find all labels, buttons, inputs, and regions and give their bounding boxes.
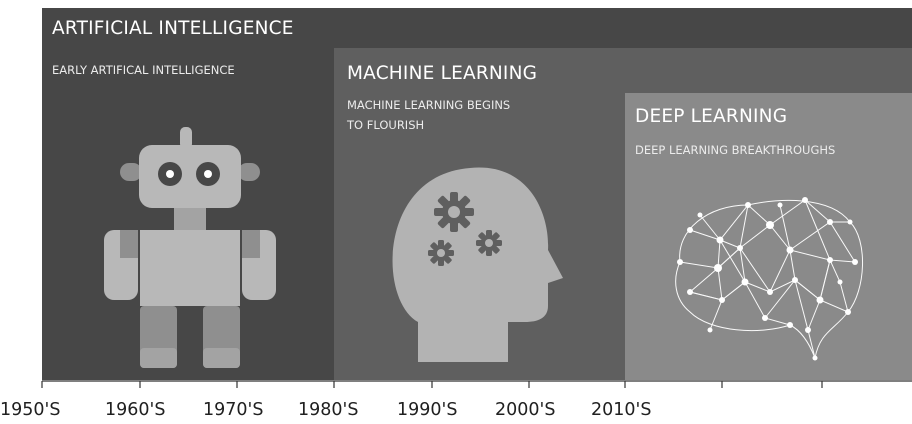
ai-title: ARTIFICIAL INTELLIGENCE [52,18,294,39]
tick-label-1970s: 1970'S [203,400,264,420]
tick-label-1960s: 1960'S [105,400,166,420]
tick-label-2000s: 2000'S [495,400,556,420]
tick-label-2010s: 2010'S [591,400,652,420]
tick-label-1950s: 1950'S [0,400,61,420]
ai-subtitle: EARLY ARTIFICAL INTELLIGENCE [52,63,235,77]
ml-title: MACHINE LEARNING [347,63,538,84]
robot-icon [104,127,276,368]
neural-nodes [677,197,858,361]
dl-panel [625,93,912,380]
tick-label-1980s: 1980'S [298,400,359,420]
ml-subtitle-line2: TO FLOURISH [347,118,425,132]
timeline-axis [41,380,912,388]
dl-title: DEEP LEARNING [635,106,788,127]
ml-subtitle-line1: MACHINE LEARNING BEGINS [347,98,511,112]
head-gears-icon [392,167,563,362]
tick-label-1990s: 1990'S [397,400,458,420]
dl-subtitle: DEEP LEARNING BREAKTHROUGHS [635,143,836,157]
